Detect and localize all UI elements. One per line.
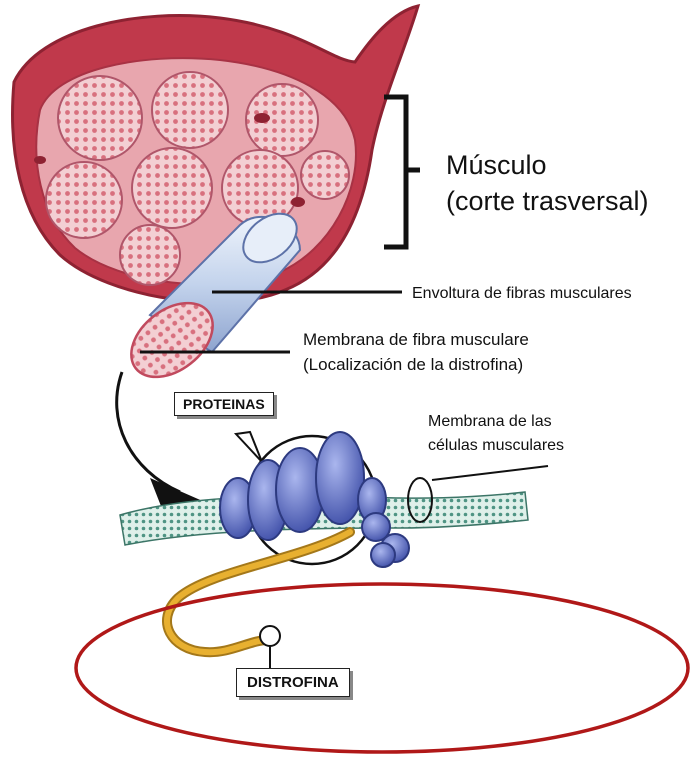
label-membrana-celulas: Membrana de las — [428, 411, 552, 433]
fiber-bundle — [152, 72, 228, 148]
label-musculo: Músculo — [446, 148, 547, 182]
fiber-bundle — [58, 76, 142, 160]
label-localizacion: (Localización de la distrofina) — [303, 354, 523, 376]
label-proteinas: PROTEINAS — [174, 392, 274, 416]
muscle-bracket — [384, 97, 420, 247]
label-distrofina: DISTROFINA — [236, 668, 350, 697]
fiber-bundle — [46, 162, 122, 238]
fiber-bundle — [132, 148, 212, 228]
fiber-bundle — [301, 151, 349, 199]
highlight-ellipse — [76, 584, 688, 752]
label-membrana-fibra: Membrana de fibra musculare — [303, 329, 529, 351]
label-envoltura: Envoltura de fibras musculares — [412, 283, 632, 305]
label-corte-trasversal: (corte trasversal) — [446, 184, 649, 218]
label-celulas-musculares: células musculares — [428, 435, 564, 457]
fiber-bundle — [120, 225, 180, 285]
